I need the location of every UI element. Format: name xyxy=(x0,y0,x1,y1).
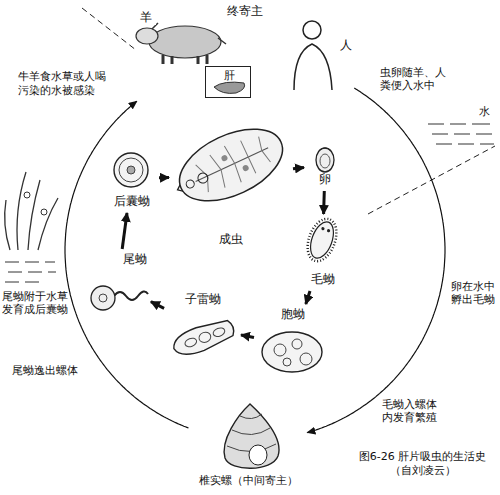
sheep-body xyxy=(149,26,221,58)
stage-arrow xyxy=(322,191,326,214)
oral-sucker xyxy=(185,179,196,190)
stage-label: 椎实螺（中间寄主） xyxy=(199,474,298,487)
stage-arrow xyxy=(293,168,304,169)
note-label: 牛羊食水草或人喝污染的水被感染 xyxy=(18,70,114,98)
organ-box: 肝 xyxy=(205,66,251,98)
germ-ball xyxy=(283,358,291,366)
egg-cap xyxy=(320,148,330,150)
liver-icon xyxy=(214,82,245,93)
stage-node: 子雷蚴 xyxy=(165,290,240,365)
stage-label: 终寄主 xyxy=(227,4,263,18)
note-label: 羊 xyxy=(140,10,156,25)
redia-inner xyxy=(212,326,226,338)
stage-node: 毛蚴 xyxy=(295,215,350,290)
stage-label: 子雷蚴 xyxy=(185,292,221,306)
stage-label: 尾蚴 xyxy=(123,252,147,266)
note-label: 卵在水中孵出毛蚴 xyxy=(451,280,495,306)
stage-label: 卵 xyxy=(319,172,331,186)
water-grass xyxy=(5,172,58,250)
snail xyxy=(224,404,279,468)
fluke-gut xyxy=(196,148,269,182)
note-label: 尾蚴附于水草发育成后囊蚴 xyxy=(2,290,68,316)
stage-arrow xyxy=(159,176,169,179)
cercaria xyxy=(91,286,148,310)
fluke-organ xyxy=(242,164,250,172)
cercaria-tail xyxy=(114,291,148,300)
stage-arrow xyxy=(151,302,164,309)
sheep-ear-tail xyxy=(152,23,226,44)
stage-arrow xyxy=(122,213,127,249)
sheep-head xyxy=(136,28,158,44)
redia xyxy=(170,316,237,360)
human-body xyxy=(294,44,332,90)
note-label: 水 xyxy=(479,105,493,119)
egg-shell xyxy=(316,148,334,172)
ventral-sucker xyxy=(196,171,209,184)
human-head xyxy=(303,21,321,39)
germ-ball xyxy=(292,339,302,349)
stage-label: 胞蚴 xyxy=(281,307,305,321)
eye-spot xyxy=(327,229,331,233)
fluke-organ xyxy=(220,154,228,162)
cilia xyxy=(302,215,341,265)
cercaria-body xyxy=(91,286,115,310)
note-label: 尾蚴逸出螺体 xyxy=(12,364,78,377)
egg xyxy=(316,148,334,172)
snail-whorls xyxy=(227,414,276,452)
stage-label: 成虫 xyxy=(219,232,243,246)
germ-ball xyxy=(274,344,286,356)
stage-label: 后囊蚴 xyxy=(114,194,150,208)
cyst-on-grass xyxy=(41,209,47,215)
note-label: 人 xyxy=(340,38,356,53)
germ-ball xyxy=(300,353,312,365)
redia-inner xyxy=(184,337,198,349)
stage-node: 卵 xyxy=(305,140,345,190)
cercaria-sucker xyxy=(99,294,107,302)
snail-shell xyxy=(224,404,279,468)
sheep-figure xyxy=(136,23,226,64)
host-cycle-arrow xyxy=(307,88,445,433)
figure-caption: 图6-26 肝片吸虫的生活史 （自刘凌云） xyxy=(350,450,495,478)
note-label: 毛蚴入螺体内发育繁殖 xyxy=(382,398,438,424)
stage-arrow xyxy=(306,291,310,304)
stage-node: 后囊蚴 xyxy=(105,145,158,212)
metacercaria xyxy=(114,153,148,187)
adult-fluke xyxy=(165,115,294,218)
stage-label: 肝 xyxy=(224,69,235,82)
cyst-inner xyxy=(119,158,143,182)
miracidium-body xyxy=(306,219,338,262)
eye-spot xyxy=(321,227,325,231)
snail-aperture xyxy=(249,445,267,465)
sheep-legs xyxy=(163,55,207,64)
host-cycle-arrow xyxy=(65,101,189,428)
redia-inner xyxy=(198,331,213,345)
egg-inner xyxy=(320,154,330,168)
stage-node: 尾蚴 xyxy=(85,250,150,320)
miracidium xyxy=(302,215,341,265)
stage-node: 胞蚴 xyxy=(255,305,330,385)
host-node: 椎实螺（中间寄主） xyxy=(193,398,303,490)
sporocyst-body xyxy=(262,332,322,372)
stage-node: 成虫 xyxy=(170,102,292,250)
cyst-on-grass xyxy=(24,192,30,198)
stage-arrow xyxy=(241,335,254,338)
note-label: 虫卵随羊、人粪便入水中 xyxy=(380,66,450,92)
sporocyst xyxy=(262,332,322,372)
stage-label: 毛蚴 xyxy=(311,272,335,286)
human-figure xyxy=(294,21,332,90)
fluke-body xyxy=(168,115,293,216)
cyst-core xyxy=(127,166,135,174)
redia-body xyxy=(170,316,237,360)
water-waves xyxy=(5,262,56,282)
cyst-wall xyxy=(114,153,148,187)
host-group: 终寄主肝 xyxy=(140,2,350,100)
fluke-branches xyxy=(194,131,273,196)
water-waves xyxy=(428,124,494,144)
